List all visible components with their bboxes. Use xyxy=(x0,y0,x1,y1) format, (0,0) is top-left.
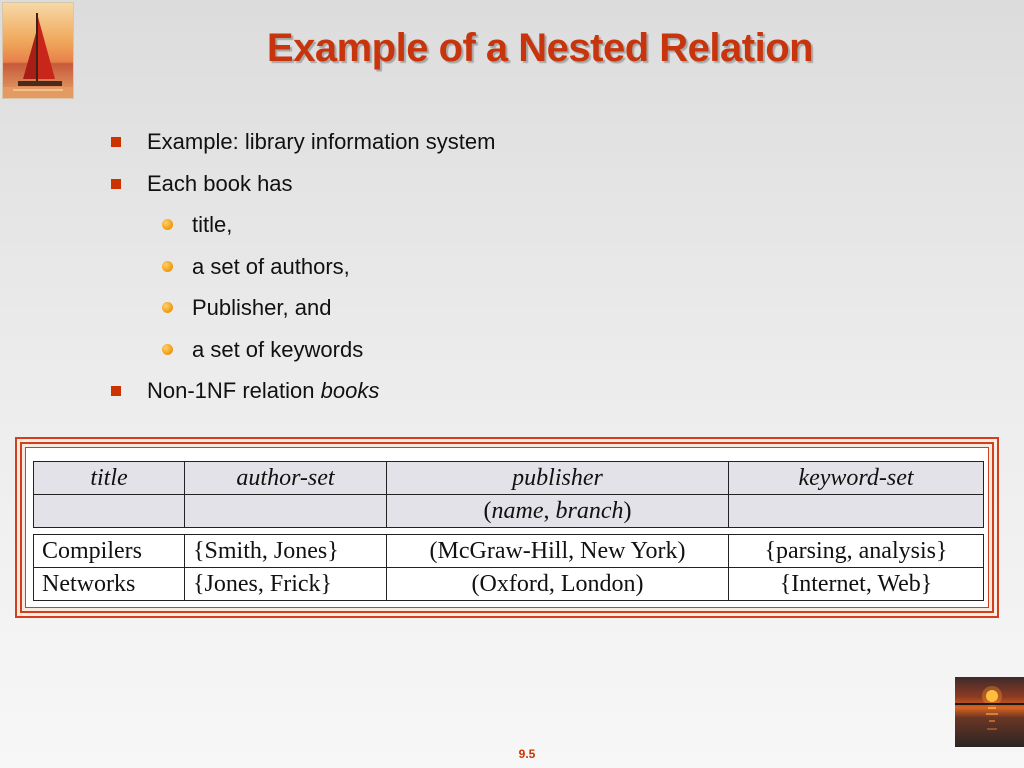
sub-bullet-item: title, xyxy=(110,210,495,252)
round-bullet-icon xyxy=(162,343,173,355)
header-cell-author-set: author-set xyxy=(184,461,387,495)
slide-title: Example of a Nested Relation xyxy=(266,26,814,70)
cell-publisher: (McGraw-Hill, New York) xyxy=(386,534,729,568)
relation-frame-inner: title author-set publisher keyword-set (… xyxy=(20,442,994,613)
header-cell-publisher: publisher xyxy=(386,461,729,495)
header-cell-title: title xyxy=(33,461,185,495)
cell-keyword-set: {parsing, analysis} xyxy=(728,534,984,568)
subheader-cell-empty xyxy=(33,494,185,528)
round-bullet-icon xyxy=(162,302,173,313)
bullet-text: a set of authors, xyxy=(192,253,350,279)
subheader-cell-empty xyxy=(728,494,984,528)
header-cell-keyword-set: keyword-set xyxy=(728,461,984,495)
cell-author-set: {Jones, Frick} xyxy=(184,567,387,601)
relation-header-table: title author-set publisher keyword-set (… xyxy=(33,461,984,528)
cell-keyword-set: {Internet, Web} xyxy=(728,567,984,601)
header-row: title author-set publisher keyword-set xyxy=(33,461,984,495)
square-bullet-icon xyxy=(111,386,121,396)
square-bullet-icon xyxy=(111,178,121,189)
bullet-text-italic: books xyxy=(320,378,380,403)
subheader-branch: branch xyxy=(555,498,624,524)
sub-bullet-item: a set of authors, xyxy=(110,252,495,294)
round-bullet-icon xyxy=(162,260,173,272)
sunset-corner-icon xyxy=(955,677,1024,747)
page-number: 9.5 xyxy=(518,747,536,761)
bullet-text: title, xyxy=(192,212,233,237)
table-row: Networks {Jones, Frick} (Oxford, London)… xyxy=(33,567,984,601)
relation-frame: title author-set publisher keyword-set (… xyxy=(15,437,999,618)
cell-title: Compilers xyxy=(33,534,185,568)
bullet-text: Example: library information system xyxy=(147,129,496,154)
subheader-row: (name, branch) xyxy=(33,494,984,528)
cell-title: Networks xyxy=(33,567,185,601)
cell-author-set: {Smith, Jones} xyxy=(184,534,387,568)
bullet-item: Each book has xyxy=(110,169,495,211)
bullet-text: Non-1NF relation xyxy=(147,378,321,403)
sailboat-logo-icon xyxy=(2,2,74,99)
round-bullet-icon xyxy=(162,219,173,230)
bullet-text: Each book has xyxy=(147,170,293,196)
bullet-list: Example: library information system Each… xyxy=(110,127,495,418)
sub-bullet-item: Publisher, and xyxy=(110,293,495,335)
table-row: Compilers {Smith, Jones} (McGraw-Hill, N… xyxy=(33,534,984,568)
square-bullet-icon xyxy=(111,137,121,147)
cell-publisher: (Oxford, London) xyxy=(386,567,729,601)
bullet-item: Non-1NF relation books xyxy=(110,376,495,418)
subheader-cell-publisher: (name, branch) xyxy=(386,494,729,528)
relation-body-table: Compilers {Smith, Jones} (McGraw-Hill, N… xyxy=(33,534,984,601)
bullet-item: Example: library information system xyxy=(110,127,495,169)
relation-frame-content: title author-set publisher keyword-set (… xyxy=(25,447,989,608)
sub-bullet-item: a set of keywords xyxy=(110,335,495,377)
subheader-cell-empty xyxy=(184,494,387,528)
bullet-text: Publisher, and xyxy=(192,295,332,320)
subheader-name: name xyxy=(491,498,544,524)
bullet-text: a set of keywords xyxy=(192,336,364,362)
